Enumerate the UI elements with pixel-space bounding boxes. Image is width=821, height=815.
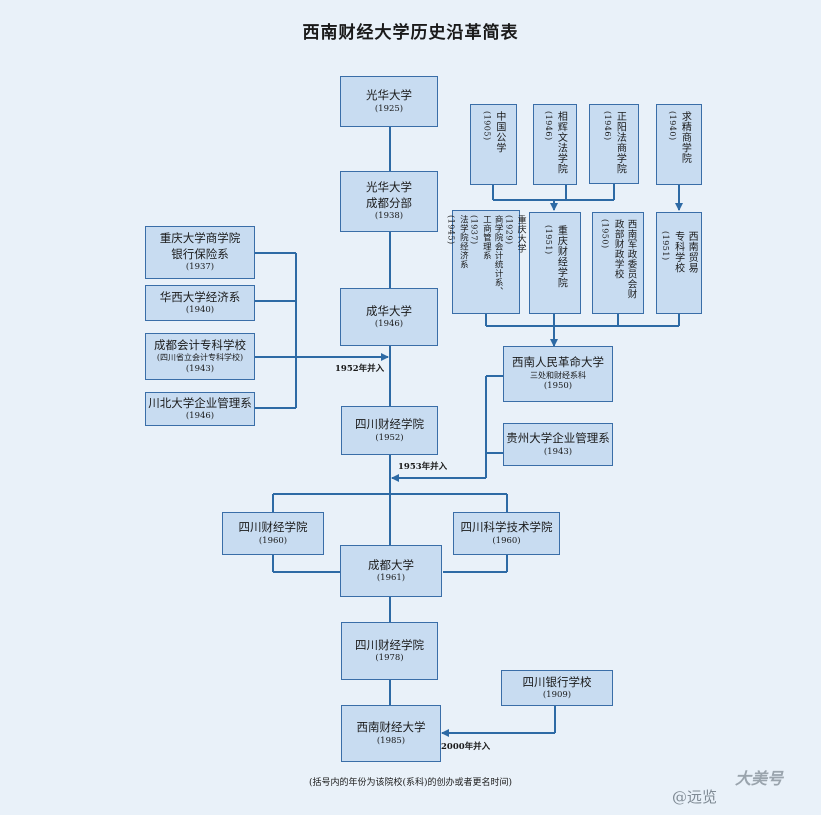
box-name: 成华大学 xyxy=(366,303,412,318)
box-name: 重庆大学商学院 xyxy=(159,231,241,246)
box-chongqing-university-depts: 重庆大学 (1929) 商学院会计统计系、 工商管理系 (1937) 法学院经济… xyxy=(447,210,526,314)
box-chongqing-banking-dept: 重庆大学商学院 银行保险系 (1937) xyxy=(145,226,255,279)
box-name: 四川银行学校 xyxy=(522,674,592,689)
box-col2-year: (1950) xyxy=(600,219,610,249)
label-merge-1952: 1952年并入 xyxy=(335,364,385,374)
box-name: 贵州大学企业管理系 xyxy=(506,431,610,445)
box-year: (1978) xyxy=(375,653,404,664)
box-year: (1943) xyxy=(185,363,215,374)
box-name-line2: 成都分部 xyxy=(366,195,412,210)
box-col2: 政部财政学校 xyxy=(612,219,624,279)
box-guanghua-chengdu-branch: 光华大学 成都分部 (1938) xyxy=(340,171,438,232)
box-zhengyang-college: 正阳法商学院 (1946) xyxy=(589,104,639,184)
box-name: 相辉文法学院 xyxy=(555,111,567,174)
chart-title: 西南财经大学历史沿革简表 xyxy=(302,23,519,43)
box-guizhou-management-dept: 贵州大学企业管理系 (1943) xyxy=(503,423,613,466)
box-name: 华西大学经济系 xyxy=(159,289,241,304)
box-name-line2: 银行保险系 xyxy=(171,246,229,261)
box-year: (1950) xyxy=(543,381,573,392)
footnote: (括号内的年份为该院校(系科)的创办或者更名时间) xyxy=(308,778,513,788)
watermark-logo-text: 大美号 xyxy=(735,769,784,788)
box-name: 光华大学 xyxy=(366,88,412,102)
box-chengdu-university: 成都大学 (1961) xyxy=(340,545,442,597)
box-sichuan-sci-tech-college: 四川科学技术学院 (1960) xyxy=(453,512,560,555)
box-sichuan-finance-1960: 四川财经学院 (1960) xyxy=(222,512,324,555)
box-col2: 商学院会计统计系、 xyxy=(493,215,504,296)
box-name: 四川科学技术学院 xyxy=(460,520,553,534)
box-year: (1925) xyxy=(374,103,404,114)
box-name: 四川财经学院 xyxy=(355,417,424,431)
box-col3: 工商管理系 xyxy=(481,215,492,260)
box-col2: 专科学校 xyxy=(672,231,684,273)
box-year: (1940) xyxy=(185,305,215,316)
box-year: (1940) xyxy=(667,111,677,141)
box-col3-year: (1937) xyxy=(469,215,479,245)
label-merge-2000: 2000年并入 xyxy=(441,742,491,752)
box-year: (1952) xyxy=(375,432,404,443)
box-xianghui-college: 相辉文法学院 (1946) xyxy=(533,104,577,185)
box-year: (1985) xyxy=(376,735,406,746)
box-year: (1951) xyxy=(543,225,553,255)
box-col4-year: (1945) xyxy=(446,215,456,245)
box-col1-year: (1929) xyxy=(504,215,514,245)
box-name: 西南财经大学 xyxy=(356,720,426,734)
box-southwest-revolution-university: 西南人民革命大学 三处和财经系科 (1950) xyxy=(503,346,613,402)
box-year: (1946) xyxy=(543,111,553,141)
box-col1: 西南军政委员会财 xyxy=(625,219,637,299)
box-col1: 重庆大学 xyxy=(515,215,526,253)
box-chuanbei-management-dept: 川北大学企业管理系 (1946) xyxy=(145,392,255,426)
box-name: 川北大学企业管理系 xyxy=(148,395,252,410)
box-subtitle: 三处和财经系科 xyxy=(530,370,586,380)
box-name: 重庆财经学院 xyxy=(555,225,567,288)
box-name: 成都大学 xyxy=(368,557,414,572)
box-year: (1946) xyxy=(602,111,612,141)
box-name: 西南人民革命大学 xyxy=(512,355,604,370)
box-year: (1938) xyxy=(374,211,404,222)
box-col2-year: (1951) xyxy=(661,231,671,261)
box-chengdu-accounting-school: 成都会计专科学校 (四川省立会计专科学校) (1943) xyxy=(145,333,255,380)
box-name: 光华大学 xyxy=(366,180,412,195)
box-name: 求精商学院 xyxy=(679,111,691,164)
box-year: (1961) xyxy=(376,573,406,584)
box-year: (1905) xyxy=(482,111,492,141)
box-sichuan-finance-1952: 四川财经学院 (1952) xyxy=(341,406,438,455)
box-year: (1909) xyxy=(542,690,572,701)
box-huaxi-economics-dept: 华西大学经济系 (1940) xyxy=(145,285,255,321)
box-subtitle: (四川省立会计专科学校) xyxy=(156,353,244,363)
box-year: (1946) xyxy=(374,319,404,330)
box-sichuan-finance-1978: 四川财经学院 (1978) xyxy=(341,622,438,680)
box-name: 成都会计专科学校 xyxy=(154,337,246,352)
box-col4: 法学院经济系 xyxy=(458,215,469,269)
box-year: (1946) xyxy=(185,411,215,422)
box-guanghua-university: 光华大学 (1925) xyxy=(340,76,438,127)
box-name: 正阳法商学院 xyxy=(614,111,626,174)
box-sichuan-banking-school: 四川银行学校 (1909) xyxy=(501,670,613,706)
box-name: 四川财经学院 xyxy=(238,520,308,534)
label-merge-1953: 1953年并入 xyxy=(398,462,448,472)
box-name: 中国公学 xyxy=(493,111,505,153)
watermark-handle: @远览 xyxy=(672,788,718,806)
box-year: (1943) xyxy=(543,446,573,457)
box-year: (1960) xyxy=(258,535,288,546)
box-swufe: 西南财经大学 (1985) xyxy=(341,705,441,762)
box-name: 四川财经学院 xyxy=(355,637,424,652)
box-china-college: 中国公学 (1905) xyxy=(470,104,517,185)
box-qiujing-college: 求精商学院 (1940) xyxy=(656,104,702,185)
box-col1: 西南贸易 xyxy=(686,231,698,273)
box-chenghua-university: 成华大学 (1946) xyxy=(340,288,438,346)
box-year: (1937) xyxy=(185,262,215,273)
box-southwest-finance-school: 西南军政委员会财 政部财政学校 (1950) xyxy=(592,212,644,314)
box-southwest-trade-school: 西南贸易 专科学校 (1951) xyxy=(656,212,702,314)
box-chongqing-finance-college: 重庆财经学院 (1951) xyxy=(529,212,581,314)
box-year: (1960) xyxy=(492,535,521,546)
